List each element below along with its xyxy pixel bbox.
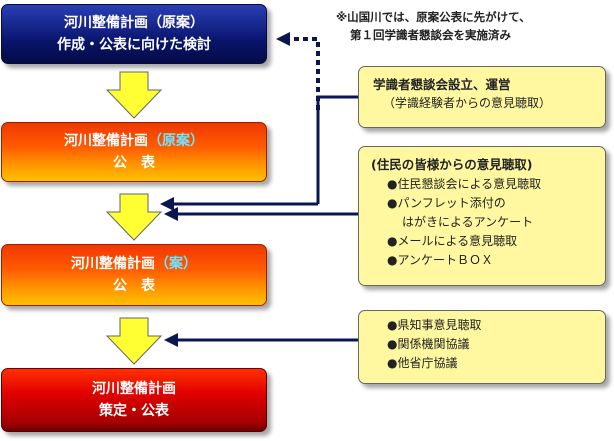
note-text: ※山国川では、原案公表に先がけて、 第１回学識者懇談会を実施済み bbox=[336, 8, 531, 44]
input-experts-box: 学識者懇談会設立、運営 （学識経験者からの意見聴取） bbox=[358, 66, 606, 128]
step-final-box: 河川整備計画 策定・公表 bbox=[1, 368, 267, 432]
list-item: ●住民懇談会による意見聴取 bbox=[387, 177, 542, 191]
step-plan-title: 河川整備計画（案） bbox=[71, 256, 197, 272]
list-item: ●メールによる意見聴取 bbox=[387, 234, 518, 248]
connector-arrow-3 bbox=[164, 333, 358, 347]
input-residents-title: (住民の皆様からの意見聴取) bbox=[371, 157, 533, 172]
input-residents-box: (住民の皆様からの意見聴取) ●住民懇談会による意見聴取 ●パンフレット添付の … bbox=[358, 146, 606, 286]
step-plan-publish-box: 河川整備計画（案） 公 表 bbox=[1, 244, 267, 306]
step-final-title: 河川整備計画 bbox=[92, 381, 176, 397]
note-line-2: 第１回学識者懇談会を実施済み bbox=[350, 28, 511, 42]
list-item: ●パンフレット添付の bbox=[387, 196, 506, 210]
list-item: ●アンケートＢＯＸ bbox=[387, 253, 493, 267]
step-study-title: 河川整備計画（原案） bbox=[64, 15, 204, 31]
connector-arrow-2 bbox=[160, 95, 358, 221]
step-study-subtitle: 作成・公表に向けた検討 bbox=[57, 37, 211, 53]
list-item: ●関係機関協議 bbox=[387, 337, 470, 351]
dotted-connector bbox=[276, 32, 320, 110]
down-arrow-3 bbox=[105, 317, 163, 365]
list-item: はがきによるアンケート bbox=[402, 215, 534, 229]
step-plan-subtitle: 公 表 bbox=[113, 278, 155, 294]
step-final-subtitle: 策定・公表 bbox=[99, 403, 169, 419]
step-study-box: 河川整備計画（原案） 作成・公表に向けた検討 bbox=[1, 4, 267, 64]
note-line-1: ※山国川では、原案公表に先がけて、 bbox=[336, 10, 531, 24]
input-agencies-box: ●県知事意見聴取 ●関係機関協議 ●他省庁協議 bbox=[358, 310, 606, 384]
step-draft-title: 河川整備計画（原案） bbox=[64, 133, 204, 149]
down-arrow-1 bbox=[105, 71, 163, 119]
down-arrow-2 bbox=[105, 193, 163, 241]
step-draft-subtitle: 公 表 bbox=[113, 155, 155, 171]
list-item: ●県知事意見聴取 bbox=[387, 318, 482, 332]
input-experts-title: 学識者懇談会設立、運営 bbox=[373, 77, 511, 92]
input-experts-subtitle: （学識経験者からの意見聴取） bbox=[383, 96, 552, 110]
step-draft-publish-box: 河川整備計画（原案） 公 表 bbox=[1, 122, 267, 182]
list-item: ●他省庁協議 bbox=[387, 356, 458, 370]
